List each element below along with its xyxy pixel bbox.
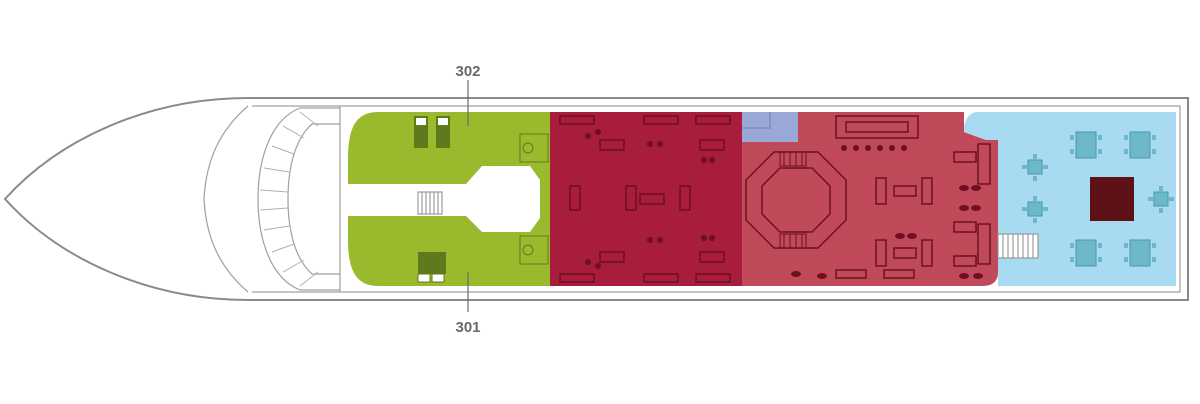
lounge-area [550,112,742,286]
cabin-corridor [348,166,540,232]
octagon-feature [745,151,847,249]
cabin-302-callout[interactable]: 302 [455,63,481,126]
cabin-302-furniture [414,116,450,148]
bow-bench-inner [287,123,340,275]
restaurant-area [742,112,998,286]
pool-steps [742,112,771,129]
bow-inner-line [203,105,249,293]
corridor-stairs [417,191,443,215]
octagon-stairs [779,151,807,249]
cabin-301-furniture [417,252,446,283]
lounge-furniture [559,115,731,283]
cabin-302-label: 302 [455,63,480,80]
lounge-floor [550,112,742,286]
hull-inner-line [252,105,1181,293]
pool-area [742,112,798,142]
sun-deck [964,112,1176,286]
bow-bench-slats [259,111,319,287]
cabin-301-label: 301 [455,319,480,336]
cabin-fixtures [519,133,549,265]
feature-block [1090,177,1134,221]
restaurant-furniture [835,115,991,279]
restaurant-chairs [791,145,983,279]
bow-deck [257,106,341,292]
bow-bench-outer [257,107,340,291]
cabin-zone [348,112,550,286]
cabin-301-callout[interactable]: 301 [455,272,481,336]
sun-deck-stairs [997,233,1039,259]
sun-deck-tables [1027,131,1169,267]
sun-deck-chairs [1022,135,1174,262]
lounge-chairs [585,129,715,269]
